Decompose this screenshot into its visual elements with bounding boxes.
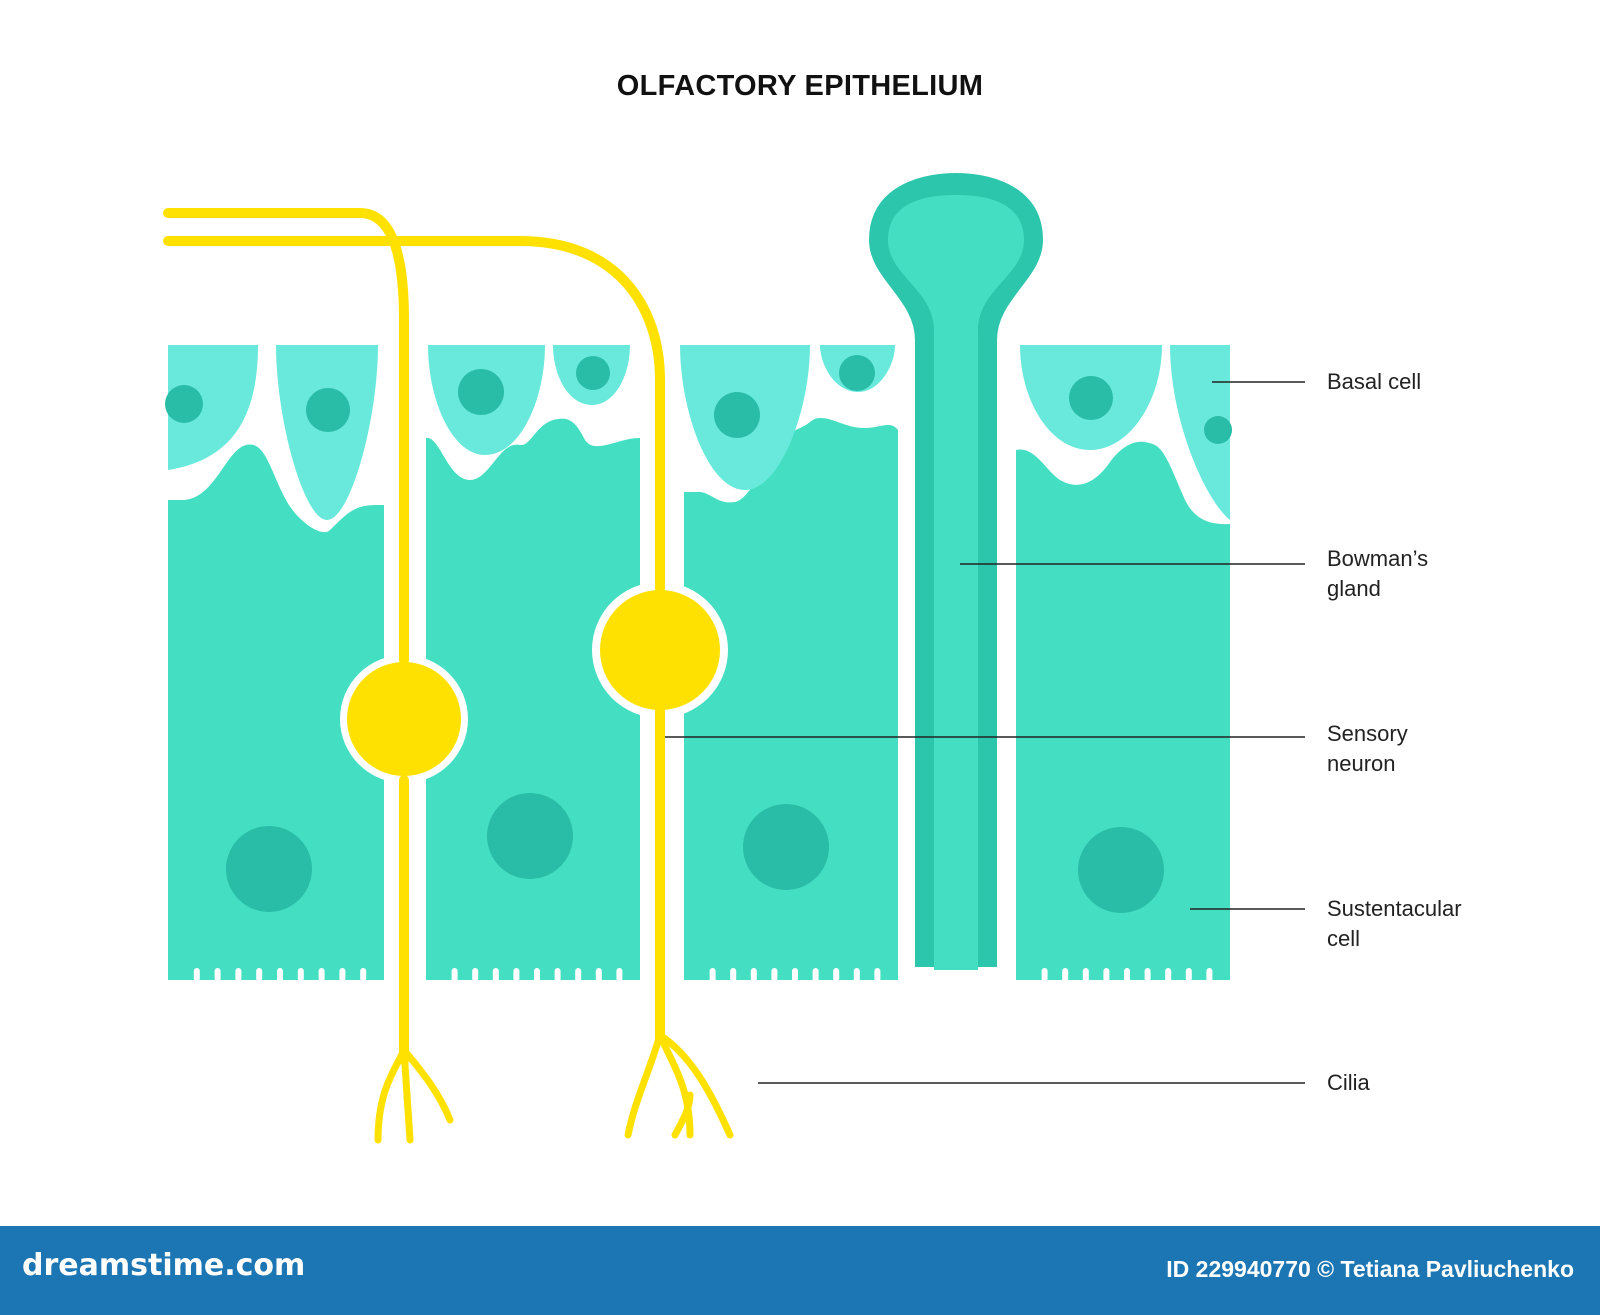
basal-cell-nucleus bbox=[458, 369, 504, 415]
basal-cells bbox=[168, 345, 1230, 520]
cilium-gap bbox=[534, 968, 540, 982]
label-sensory-neuron-line1: Sensory bbox=[1327, 721, 1408, 746]
basal-cell-nucleus bbox=[1204, 416, 1232, 444]
sustentacular-cell bbox=[426, 418, 640, 981]
footer-brand-logo: dreamstime.com bbox=[22, 1248, 306, 1283]
cilium-gap bbox=[214, 968, 221, 982]
cilium-gap bbox=[833, 968, 840, 982]
cilium-gap bbox=[853, 968, 860, 982]
neuron-axon bbox=[163, 236, 665, 595]
basal-cell bbox=[168, 345, 258, 470]
cilium-gap bbox=[792, 968, 798, 982]
cilium-gap bbox=[1103, 968, 1110, 982]
label-cilia-text: Cilia bbox=[1327, 1070, 1370, 1095]
cilium-gap bbox=[1185, 968, 1192, 982]
cilium-gap bbox=[1041, 968, 1048, 982]
sustentacular-cell-nucleus bbox=[487, 793, 573, 879]
cilium-gap bbox=[750, 968, 757, 982]
cilium-gap bbox=[554, 968, 561, 982]
sustentacular-cell bbox=[684, 418, 898, 980]
bowmans-gland-lumen bbox=[888, 195, 1024, 970]
cilium-gap bbox=[235, 968, 242, 982]
label-basal-cell: Basal cell bbox=[1327, 367, 1421, 397]
label-basal-cell-text: Basal cell bbox=[1327, 369, 1422, 394]
basal-cell-nucleus bbox=[306, 388, 350, 432]
label-sustentacular-cell-line1: Sustentacular bbox=[1327, 896, 1462, 921]
sustentacular-cell-nucleus bbox=[743, 804, 829, 890]
cilium-gap bbox=[318, 968, 325, 982]
cilium-gap bbox=[492, 968, 499, 982]
cilium-gap bbox=[360, 968, 367, 982]
sensory-neuron bbox=[163, 236, 734, 1139]
label-bowmans-gland: Bowman’s gland bbox=[1327, 544, 1428, 604]
cilia bbox=[160, 968, 1240, 1022]
sustentacular-cell bbox=[1016, 441, 1230, 981]
neuron-dendrite-branches bbox=[374, 1046, 454, 1144]
nuclei bbox=[165, 355, 1232, 913]
sustentacular-cell-nucleus bbox=[226, 826, 312, 912]
sensory-neurons bbox=[158, 203, 734, 1150]
cilium-gap bbox=[1082, 968, 1089, 982]
cilium-gap bbox=[256, 968, 263, 982]
bowmans-gland bbox=[862, 166, 1050, 973]
cilium-gap bbox=[513, 968, 520, 982]
cilium-gap bbox=[1124, 968, 1130, 982]
basal-cell-nucleus bbox=[714, 392, 760, 438]
basal-cell-nucleus bbox=[576, 356, 610, 390]
cilium-gap bbox=[730, 968, 737, 982]
cilium-gap bbox=[575, 968, 582, 982]
cilium-gap bbox=[874, 968, 881, 982]
basal-cell-nucleus bbox=[165, 385, 203, 423]
cilium-gap bbox=[339, 968, 346, 982]
label-sustentacular-cell-line2: cell bbox=[1327, 926, 1361, 951]
stock-footer-banner: dreamstime.com ID 229940770 © Tetiana Pa… bbox=[0, 1226, 1600, 1315]
label-bowmans-gland-line2: gland bbox=[1327, 576, 1381, 601]
olfactory-epithelium-illustration bbox=[158, 166, 1305, 1150]
cilium-gap bbox=[709, 968, 716, 982]
footer-credit: ID 229940770 © Tetiana Pavliuchenko bbox=[1166, 1256, 1574, 1282]
label-sustentacular-cell: Sustentacular cell bbox=[1327, 894, 1462, 954]
cilium-gap bbox=[1144, 968, 1151, 982]
cilium-gap bbox=[277, 968, 283, 982]
label-sensory-neuron-line2: neuron bbox=[1327, 751, 1396, 776]
cilium-gap bbox=[595, 968, 602, 982]
cilium-gap bbox=[297, 968, 304, 982]
cilium-gap bbox=[451, 968, 458, 982]
label-bowmans-gland-line1: Bowman’s bbox=[1327, 546, 1429, 571]
cilium-gap bbox=[1165, 968, 1172, 982]
cilia-base-edge bbox=[160, 1018, 1240, 1022]
cilium-gap bbox=[771, 968, 778, 982]
basal-cell bbox=[1170, 345, 1230, 520]
label-cilia: Cilia bbox=[1327, 1068, 1370, 1098]
neuron-cell-body bbox=[600, 590, 720, 710]
sustentacular-cells bbox=[160, 418, 1240, 1022]
sustentacular-cell-nucleus bbox=[1078, 827, 1164, 913]
basal-cell-nucleus bbox=[1069, 376, 1113, 420]
diagram-title: OLFACTORY EPITHELIUM bbox=[616, 70, 984, 102]
cilium-gap bbox=[812, 968, 819, 982]
label-sensory-neuron: Sensory neuron bbox=[1327, 719, 1408, 779]
cilium-gap bbox=[1062, 968, 1069, 982]
cilium-gap bbox=[193, 968, 200, 982]
cilium-gap bbox=[616, 968, 623, 982]
basal-cell-nucleus bbox=[839, 355, 875, 391]
basal-cell bbox=[276, 345, 378, 520]
label-leader-lines bbox=[665, 381, 1305, 1084]
cilium-gap bbox=[472, 968, 479, 982]
cilium-gap bbox=[1206, 968, 1213, 982]
sustentacular-cell bbox=[168, 444, 384, 980]
neuron-dendrite-branches bbox=[624, 1031, 734, 1139]
neuron-cell-body bbox=[347, 662, 461, 776]
